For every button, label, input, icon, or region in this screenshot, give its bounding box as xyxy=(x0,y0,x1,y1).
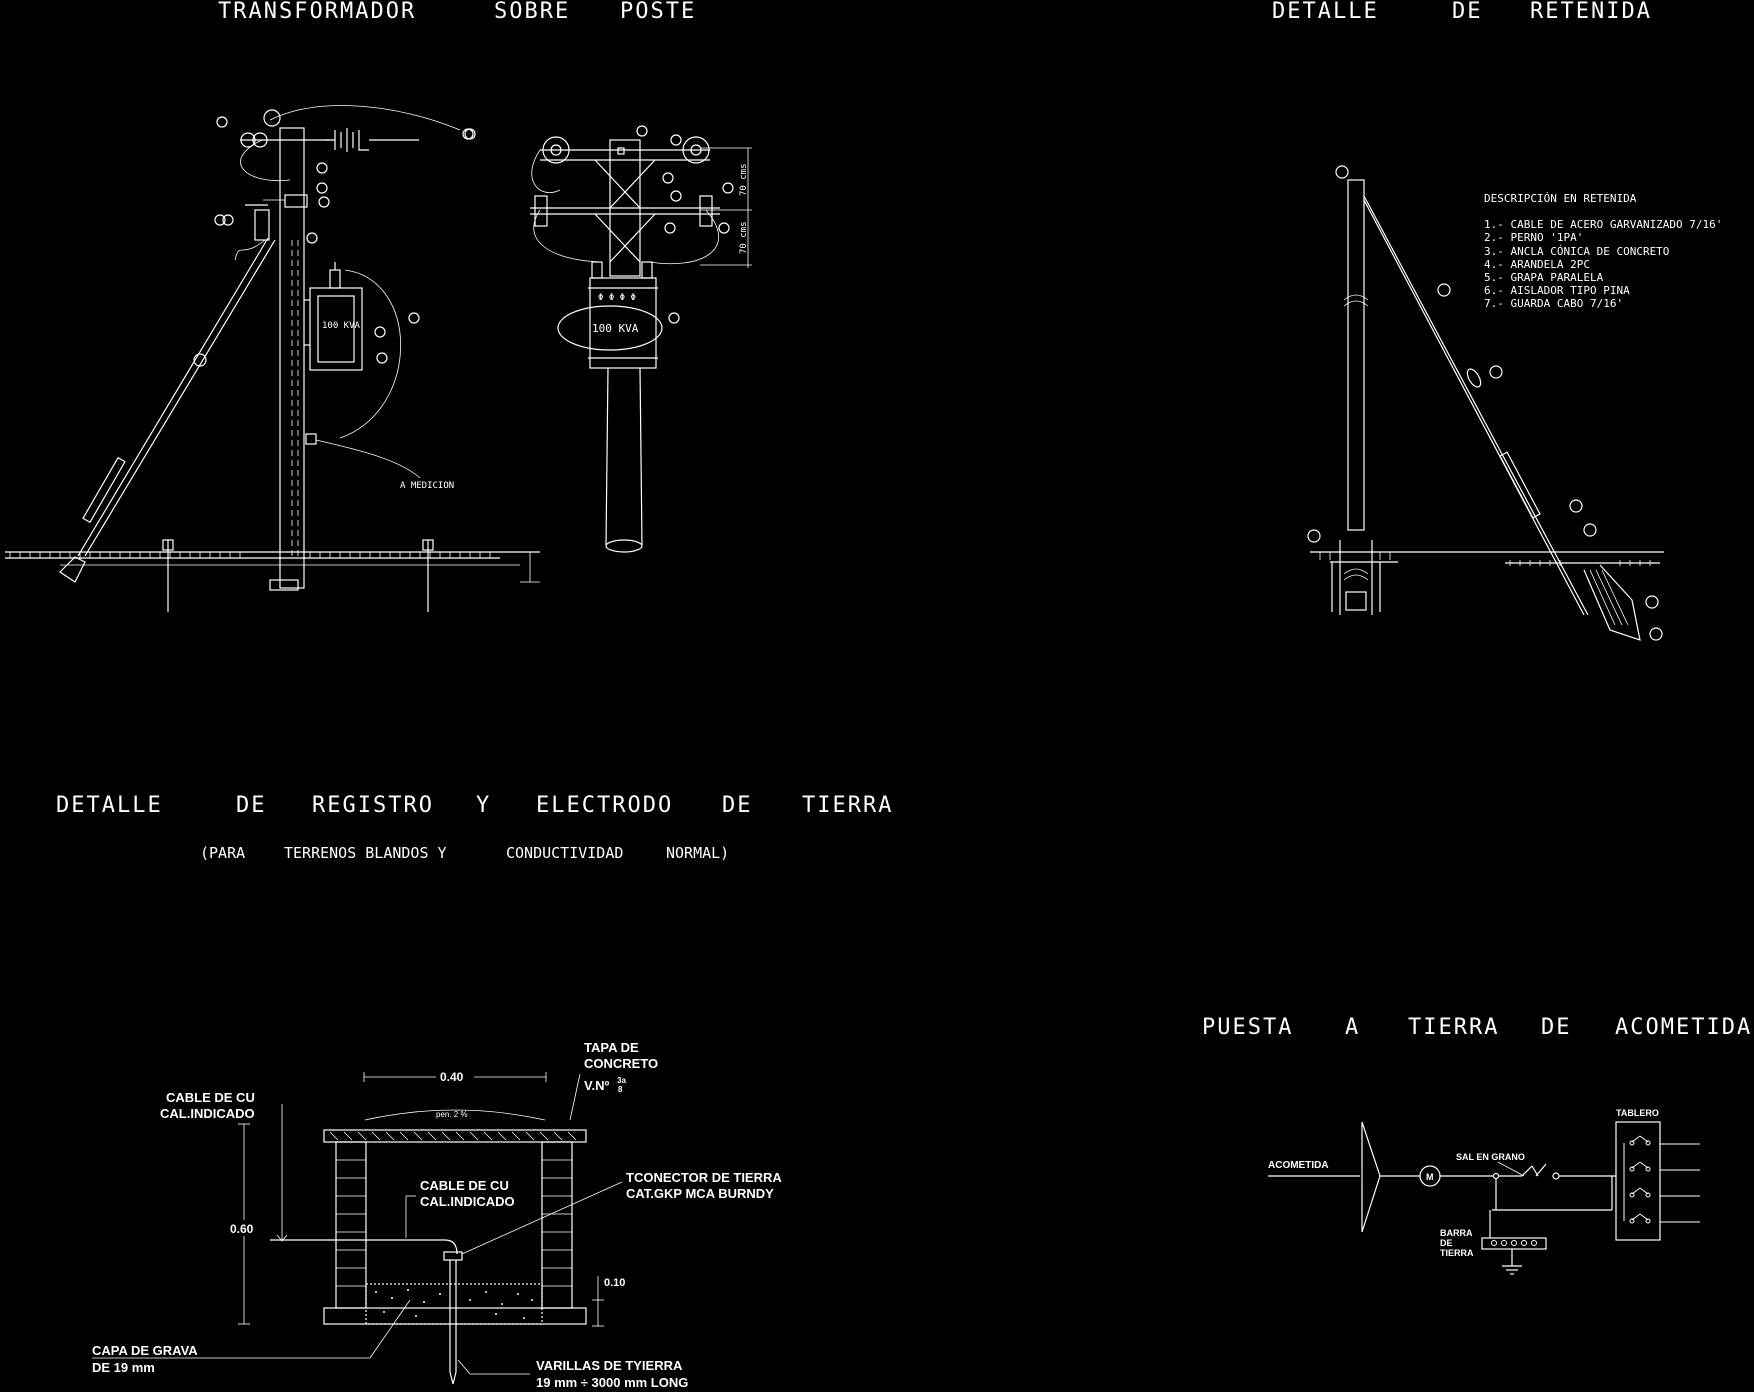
retenida-title-3: RETENIDA xyxy=(1530,0,1652,24)
retenida-description-list: 1.- CABLE DE ACERO GARVANIZADO 7/16' 2.-… xyxy=(1484,218,1722,310)
svg-text:DE: DE xyxy=(1541,1015,1572,1040)
retenida-item: 1.- CABLE DE ACERO GARVANIZADO 7/16' xyxy=(1484,218,1722,231)
varillas-label-2: 19 mm ÷ 3000 mm LONG xyxy=(536,1375,688,1390)
svg-text:CONDUCTIVIDAD: CONDUCTIVIDAD xyxy=(506,844,623,862)
ground-hatch-side xyxy=(9,552,491,558)
front-bushing-marks: Φ Φ Φ Φ xyxy=(598,293,636,303)
svg-text:Y: Y xyxy=(476,793,491,818)
transformer-title-3: POSTE xyxy=(620,0,696,24)
svg-text:PUESTA: PUESTA xyxy=(1202,1015,1293,1040)
tablero-breakers xyxy=(1623,1135,1700,1224)
svg-text:NORMAL): NORMAL) xyxy=(666,844,729,862)
retenida-title-2: DE xyxy=(1452,0,1483,24)
barra-label-2: DE xyxy=(1440,1238,1453,1248)
registro-title: DETALLE DE REGISTRO Y ELECTRODO DE TIERR… xyxy=(56,793,893,818)
registro-subtitle: (PARA TERRENOS BLANDOS Y CONDUCTIVIDAD N… xyxy=(200,844,729,862)
retenida-item: 3.- ANCLA CÓNICA DE CONCRETO xyxy=(1484,245,1669,258)
tapa-label-2: CONCRETO xyxy=(584,1056,658,1071)
svg-text:TERRENOS BLANDOS Y: TERRENOS BLANDOS Y xyxy=(284,844,447,862)
cable-inner-label-1: CABLE DE CU xyxy=(420,1178,509,1193)
ground-hatch-retenida xyxy=(1319,552,1651,566)
connector-label-2: CAT.GKP MCA BURNDY xyxy=(626,1186,774,1201)
transformer-title-2: SOBRE xyxy=(494,0,570,24)
transformer-detail: TRANSFORMADOR SOBRE POSTE xyxy=(5,0,752,612)
front-dim-bottom: 70 cms xyxy=(739,221,749,254)
grava-label-1: CAPA DE GRAVA xyxy=(92,1343,198,1358)
tapa-frac-bottom: 8 xyxy=(618,1085,623,1094)
acometida-label: ACOMETIDA xyxy=(1268,1160,1329,1171)
sal-label: SAL EN GRANO xyxy=(1456,1152,1525,1162)
cable-inner-label-2: CAL.INDICADO xyxy=(420,1194,515,1209)
retenida-detail: DETALLE DE RETENIDA DESCRIPCIÓN EN RETEN… xyxy=(1272,0,1722,641)
acometida-title: PUESTA A TIERRA DE ACOMETIDA xyxy=(1202,1015,1752,1040)
svg-text:A: A xyxy=(1345,1015,1360,1040)
svg-text:REGISTRO: REGISTRO xyxy=(312,793,434,818)
svg-text:TIERRA: TIERRA xyxy=(802,793,893,818)
retenida-item: 6.- AISLADOR TIPO PINA xyxy=(1484,284,1630,297)
svg-text:ACOMETIDA: ACOMETIDA xyxy=(1615,1015,1752,1040)
svg-text:(PARA: (PARA xyxy=(200,844,245,862)
medicion-label: A MEDICION xyxy=(400,481,454,491)
varillas-label-1: VARILLAS DE TYIERRA xyxy=(536,1358,683,1373)
tablero-label: TABLERO xyxy=(1616,1108,1659,1118)
tapa-spec: V.Nº xyxy=(584,1078,609,1093)
svg-text:DETALLE: DETALLE xyxy=(56,793,163,818)
slope-label: pen. 2 % xyxy=(436,1110,468,1119)
svg-text:TIERRA: TIERRA xyxy=(1408,1015,1499,1040)
retenida-item: 4.- ARANDELA 2PC xyxy=(1484,258,1590,271)
tapa-label-1: TAPA DE xyxy=(584,1040,639,1055)
side-view-pole: 100 KVA A MEDICION xyxy=(5,105,540,612)
front-dim-top: 70 cms xyxy=(739,163,749,196)
acometida-detail: PUESTA A TIERRA DE ACOMETIDA ACOMETIDA M… xyxy=(1202,1015,1752,1275)
tapa-frac-top: 3a xyxy=(617,1076,626,1085)
grava-label-2: DE 19 mm xyxy=(92,1360,155,1375)
front-view-pole: 70 cms 70 cms Φ Φ Φ Φ 100 KVA xyxy=(530,125,752,553)
gravel-dots xyxy=(375,1289,533,1319)
transformer-title-1: TRANSFORMADOR xyxy=(218,0,416,24)
meter-symbol: M xyxy=(1426,1172,1434,1182)
dim-width-label: 0.40 xyxy=(440,1070,464,1084)
retenida-item: 5.- GRAPA PARALELA xyxy=(1484,271,1604,284)
cable-left-label-2: CAL.INDICADO xyxy=(160,1106,255,1121)
front-capacity-label: 100 KVA xyxy=(592,322,639,335)
svg-text:DE: DE xyxy=(722,793,753,818)
retenida-description-title: DESCRIPCIÓN EN RETENIDA xyxy=(1484,192,1637,205)
barra-label-3: TIERRA xyxy=(1440,1248,1474,1258)
side-capacity-label: 100 KVA xyxy=(322,321,361,331)
connector-label-1: TCONECTOR DE TIERRA xyxy=(626,1170,782,1185)
svg-text:DE: DE xyxy=(236,793,267,818)
barra-label-1: BARRA xyxy=(1440,1228,1473,1238)
svg-text:ELECTRODO: ELECTRODO xyxy=(536,793,673,818)
dim-height-label: 0.60 xyxy=(230,1222,254,1236)
retenida-title-1: DETALLE xyxy=(1272,0,1379,24)
registro-detail: DETALLE DE REGISTRO Y ELECTRODO DE TIERR… xyxy=(56,793,893,1390)
dim-base-label: 0.10 xyxy=(604,1277,625,1289)
cable-left-label-1: CABLE DE CU xyxy=(166,1090,255,1105)
retenida-item: 7.- GUARDA CABO 7/16' xyxy=(1484,297,1623,310)
retenida-item: 2.- PERNO '1PA' xyxy=(1484,231,1583,244)
